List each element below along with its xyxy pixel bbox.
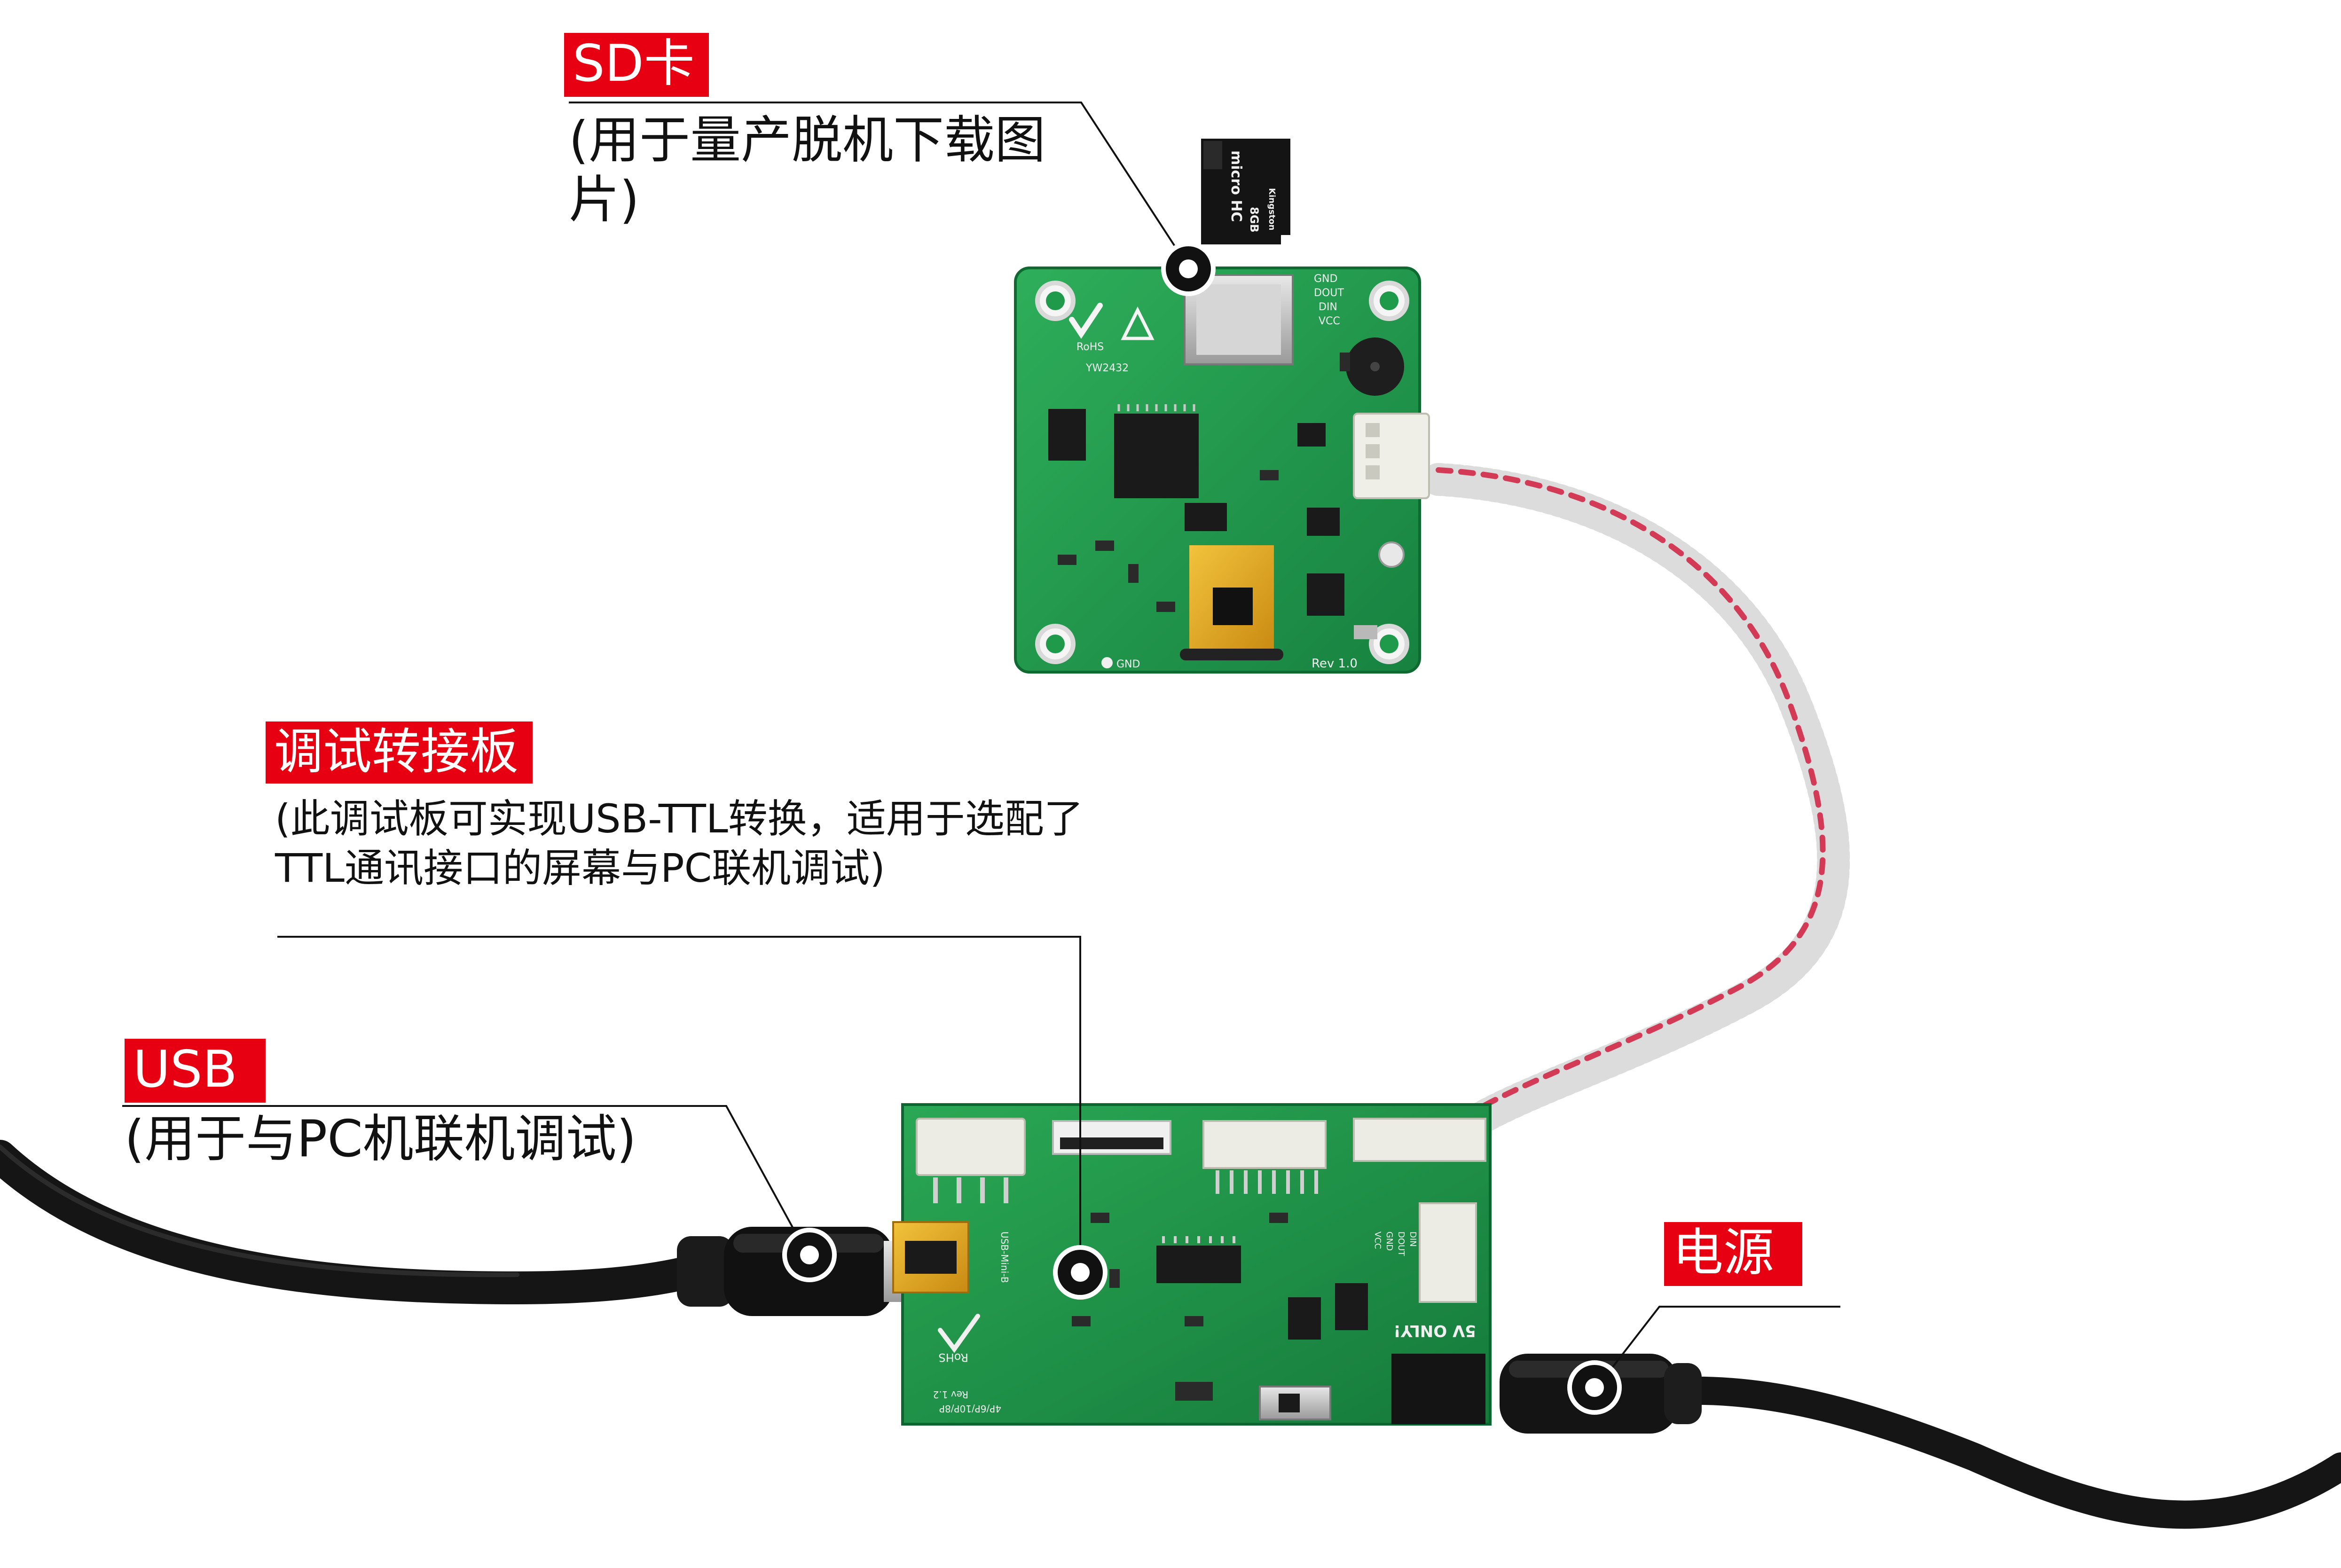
adapter-silk-dout: DOUT	[1396, 1231, 1406, 1256]
silk-dout: DOUT	[1314, 287, 1344, 299]
adapter-silk-vcc: VCC	[1373, 1231, 1383, 1249]
adapter-silk-usb: USB-Mini-B	[999, 1231, 1010, 1283]
micro-sd-card: micro HC 8GB Kingston	[1201, 139, 1290, 244]
power-cable	[1659, 1376, 2341, 1529]
marker-dot-sd	[1161, 242, 1216, 296]
marker-dot-board	[1053, 1245, 1108, 1300]
marker-dot-power	[1567, 1360, 1622, 1415]
adapter-silk-5v: 5V ONLY!	[1393, 1321, 1476, 1340]
sd-card-description: (用于量产脱机下载图片)	[569, 111, 1046, 230]
display-driver-board: GND DOUT DIN VCC RoHS YW2432 Rev 1.0 GND	[1014, 267, 1430, 674]
leader-lines	[122, 102, 1840, 1380]
adapter-silk-din: DIN	[1408, 1231, 1418, 1247]
sd-card-tag: SD卡	[564, 33, 709, 97]
silk-rev: Rev 1.0	[1312, 657, 1358, 671]
silk-model: YW2432	[1085, 362, 1129, 374]
debug-board-description: (此调试板可实现USB-TTL转换，适用于选配了TTL通讯接口的屏幕与PC联机调…	[275, 796, 1084, 891]
sd-card-brand: Kingston	[1267, 188, 1277, 230]
silk-rohs: RoHS	[1076, 341, 1104, 353]
sd-card-capacity: 8GB	[1248, 207, 1261, 233]
usb-cable-highlight	[0, 1145, 519, 1278]
silk-vcc: VCC	[1319, 315, 1340, 327]
adapter-silk-pins: 4P/6P/10P/8P	[939, 1403, 1001, 1414]
silk-din: DIN	[1319, 301, 1337, 313]
marker-dots	[782, 242, 1622, 1415]
silk-gnd-bottom: GND	[1116, 659, 1140, 670]
sd-card-type: micro HC	[1228, 150, 1244, 222]
adapter-silk-gnd: GND	[1384, 1231, 1394, 1251]
debug-board-tag: 调试转接板	[266, 721, 533, 784]
usb-tag: USB	[125, 1039, 266, 1103]
usb-description: (用于与PC机联机调试)	[125, 1110, 636, 1168]
silk-gnd: GND	[1314, 273, 1337, 285]
adapter-silk-rev: Rev 1.2	[933, 1389, 968, 1400]
adapter-silk-rohs: RoHS	[938, 1351, 968, 1364]
marker-dot-usb	[782, 1228, 837, 1282]
power-tag: 电源	[1664, 1222, 1803, 1286]
debug-adapter-board: RoHS USB-Mini-B 5V ONLY! GND DOUT DIN VC…	[892, 1103, 1492, 1426]
usb-cable	[0, 1140, 717, 1305]
